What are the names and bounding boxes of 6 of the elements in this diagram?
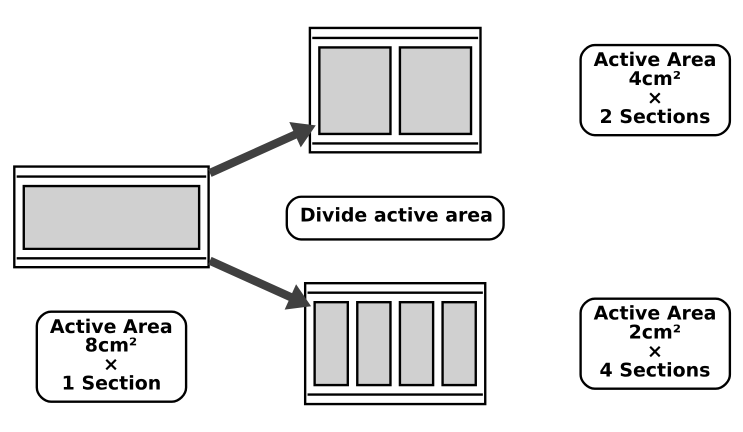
arrow [208,256,312,310]
arrow [208,122,316,177]
node-box: Active Area 8cm² × 1 Section [36,310,188,403]
node-box: Divide active area [286,196,505,241]
node-box: Active Area 2cm² × 4 Sections [579,297,732,390]
node-box: Active Area 4cm² × 2 Sections [579,44,732,136]
